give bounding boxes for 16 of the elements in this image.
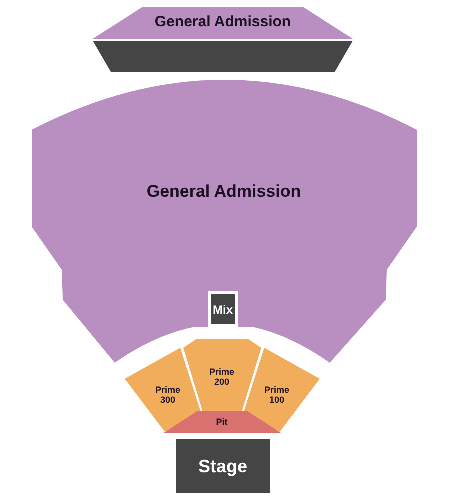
- section-name: Prime 100: [263, 385, 290, 405]
- seating-section: [183, 339, 262, 412]
- floor-section: [32, 78, 418, 364]
- stage-label: Stage: [198, 456, 248, 478]
- stage-block: [176, 439, 270, 493]
- section-name: Pit: [216, 417, 228, 427]
- pit-section: [164, 411, 281, 433]
- mix-booth: [211, 294, 235, 324]
- section-name: Prime 200: [208, 367, 236, 387]
- section-name: Prime 300: [154, 385, 182, 405]
- balcony-section: [93, 7, 353, 72]
- seating-section: [125, 348, 201, 432]
- section-name: General Admission: [154, 14, 292, 30]
- seating-section: [244, 348, 320, 432]
- section-name: General Admission: [146, 182, 302, 202]
- booth-label: Mix: [213, 303, 233, 317]
